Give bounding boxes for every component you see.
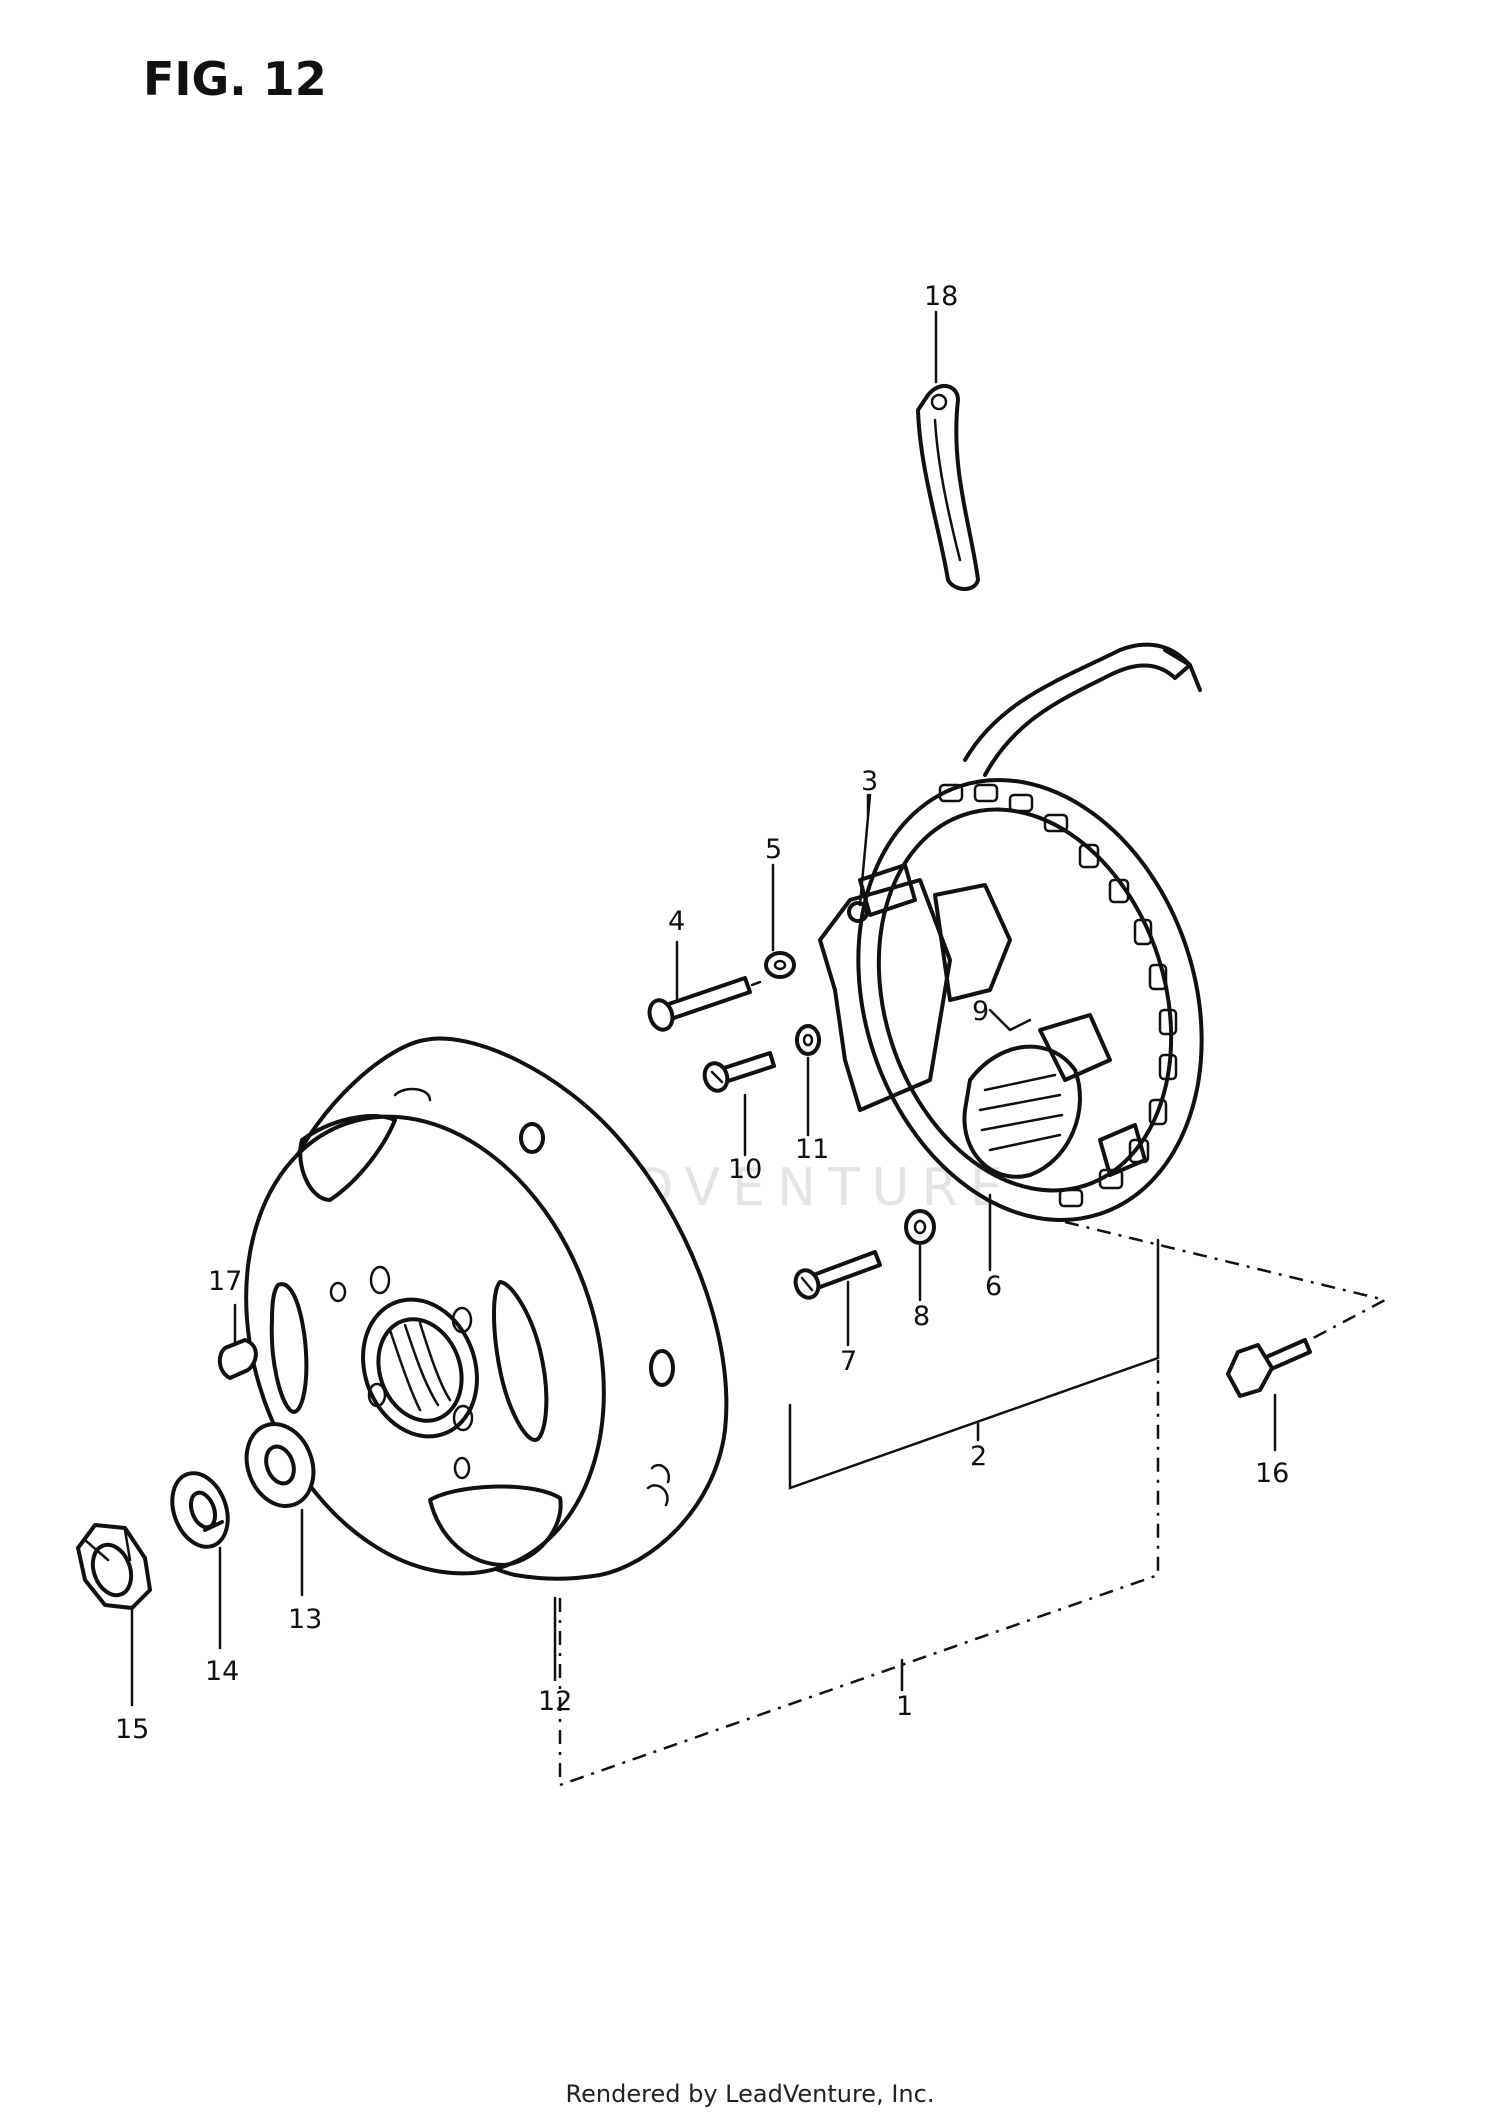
washer-part-11[interactable] xyxy=(795,1024,821,1056)
key-part-17[interactable] xyxy=(217,1338,258,1380)
label-part-13: 13 xyxy=(288,1604,322,1635)
screw-part-7[interactable] xyxy=(792,1250,882,1301)
label-part-4: 4 xyxy=(668,906,685,937)
washer-part-8[interactable] xyxy=(904,1209,936,1245)
label-part-1: 1 xyxy=(896,1691,913,1722)
screw-part-4[interactable] xyxy=(646,976,762,1033)
bolt-part-16[interactable] xyxy=(1226,1338,1312,1398)
label-part-7: 7 xyxy=(840,1346,857,1377)
nut-part-15[interactable] xyxy=(76,1523,152,1610)
clamp-strap-part-18[interactable] xyxy=(916,384,980,591)
label-part-6: 6 xyxy=(985,1271,1002,1302)
assembly-brackets xyxy=(558,1220,1389,1787)
stator-assembly[interactable]: 9 xyxy=(804,642,1257,1265)
footer-credit: Rendered by LeadVenture, Inc. xyxy=(566,2080,935,2108)
label-part-8: 8 xyxy=(913,1301,930,1332)
lock-washer-part-14[interactable] xyxy=(163,1465,238,1554)
part-labels: 18 3 4 5 6 7 8 10 11 2 1 16 17 13 14 15 … xyxy=(115,281,1289,1745)
nut-part-5[interactable] xyxy=(764,951,796,979)
figure-title: FIG. 12 xyxy=(143,52,327,106)
label-part-5: 5 xyxy=(765,834,782,865)
label-part-9: 9 xyxy=(972,996,989,1027)
label-part-15: 15 xyxy=(115,1714,149,1745)
washer-part-13[interactable] xyxy=(236,1415,325,1516)
label-part-14: 14 xyxy=(205,1656,239,1687)
label-part-18: 18 xyxy=(924,281,958,312)
label-part-12: 12 xyxy=(538,1686,572,1717)
flywheel-rotor-part-12[interactable] xyxy=(185,1036,729,1623)
label-part-17: 17 xyxy=(208,1266,242,1297)
label-part-16: 16 xyxy=(1255,1458,1289,1489)
screw-part-10[interactable] xyxy=(701,1051,776,1094)
leader-lines xyxy=(130,310,1277,1707)
label-part-3: 3 xyxy=(861,766,878,797)
label-part-2: 2 xyxy=(970,1441,987,1472)
label-part-11: 11 xyxy=(795,1134,829,1165)
label-part-10: 10 xyxy=(728,1154,762,1185)
